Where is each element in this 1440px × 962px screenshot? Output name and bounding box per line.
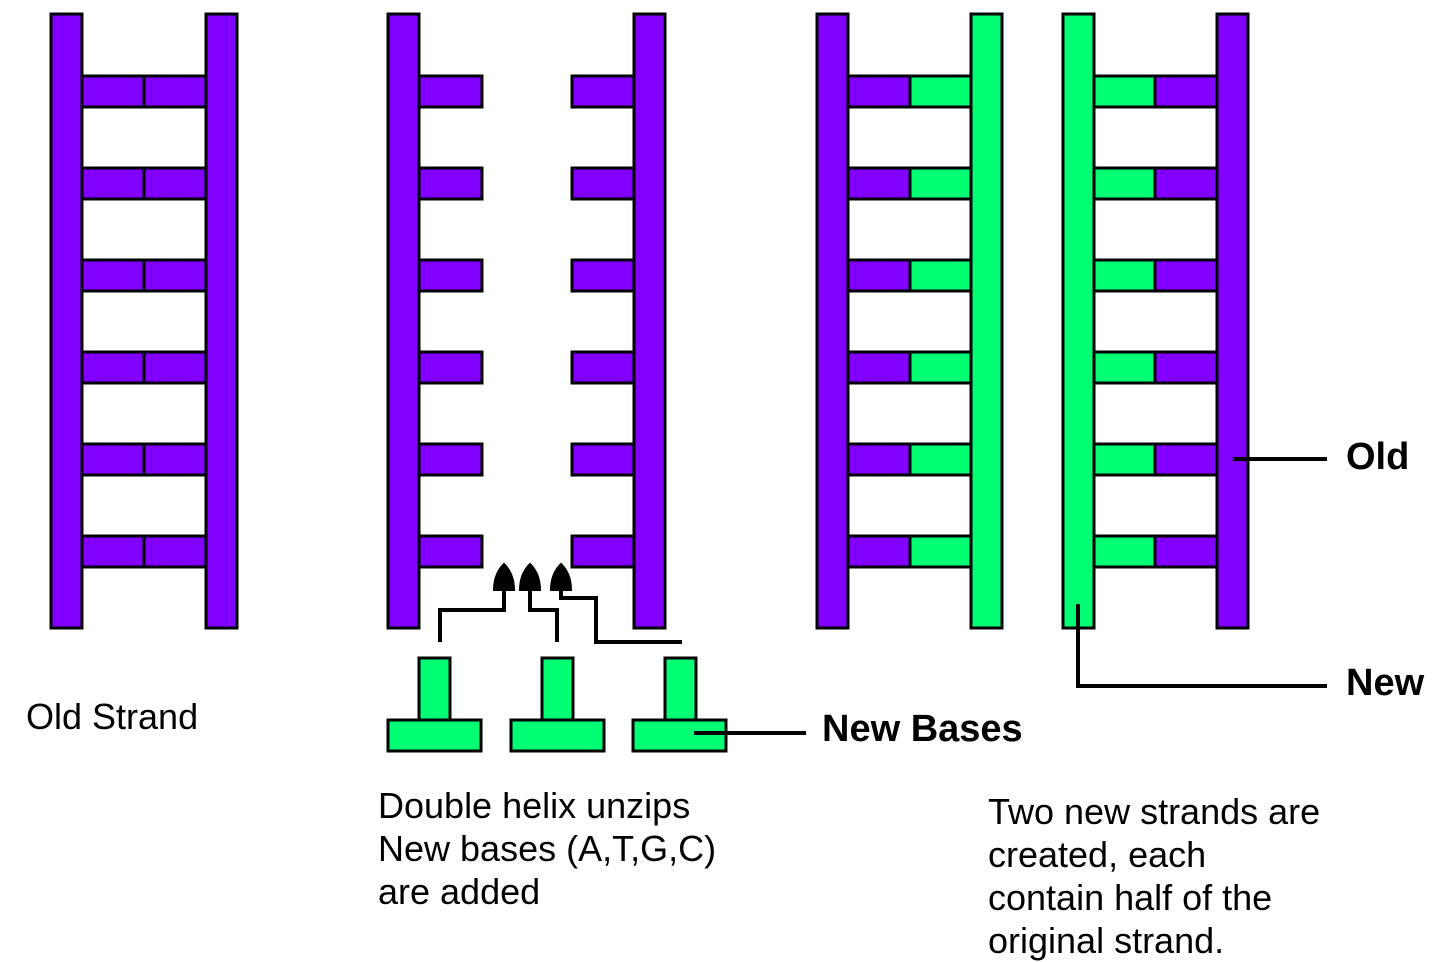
arrow-head bbox=[518, 562, 542, 591]
base-pair-rung bbox=[80, 166, 146, 201]
new-base bbox=[908, 74, 973, 109]
free-base-stem bbox=[540, 656, 575, 722]
unzip-caption-line: are added bbox=[378, 871, 541, 912]
free-base-block bbox=[509, 718, 606, 753]
old-label: Old bbox=[1346, 436, 1410, 478]
old-base bbox=[1153, 74, 1219, 109]
free-base-block bbox=[631, 718, 728, 753]
half-base-rung bbox=[570, 534, 637, 569]
new-base bbox=[908, 166, 973, 201]
result-caption-line: original strand. bbox=[988, 920, 1225, 961]
arrow-line bbox=[559, 586, 682, 644]
backbone-strand bbox=[632, 12, 667, 630]
base-pair-rung bbox=[142, 258, 208, 293]
old-base bbox=[1153, 350, 1219, 385]
base-pair-rung bbox=[80, 350, 146, 385]
insertion-arrows bbox=[438, 562, 682, 644]
new-base bbox=[908, 258, 973, 293]
base-pair-rung bbox=[80, 442, 146, 477]
base-pair-rung bbox=[142, 166, 208, 201]
arrow-head bbox=[492, 562, 516, 591]
half-base-rung bbox=[417, 74, 484, 109]
result-caption: Two new strands are created, each contai… bbox=[988, 790, 1320, 962]
free-base-stem bbox=[663, 656, 698, 722]
old-backbone bbox=[1215, 12, 1250, 630]
old-strand-label: Old Strand bbox=[26, 696, 199, 737]
label-leader-lines bbox=[694, 457, 1327, 735]
result-caption-line: created, each bbox=[988, 834, 1207, 875]
old-base bbox=[1153, 442, 1219, 477]
old-base bbox=[846, 166, 912, 201]
half-base-rung bbox=[417, 166, 484, 201]
old-base bbox=[846, 534, 912, 569]
old-base bbox=[1153, 166, 1219, 201]
new-base bbox=[1092, 534, 1157, 569]
result-caption-line: contain half of the bbox=[988, 877, 1273, 918]
half-base-rung bbox=[570, 350, 637, 385]
base-pair-rung bbox=[142, 74, 208, 109]
result-caption-line: Two new strands are bbox=[988, 791, 1321, 832]
new-base bbox=[908, 350, 973, 385]
half-base-rung bbox=[417, 258, 484, 293]
arrow-line bbox=[438, 586, 506, 642]
new-backbone bbox=[969, 12, 1004, 630]
arrow-line bbox=[528, 586, 559, 642]
new-double-strand-right bbox=[1061, 12, 1250, 630]
half-base-rung bbox=[570, 166, 637, 201]
unzip-caption-line: Double helix unzips bbox=[378, 785, 691, 826]
old-base bbox=[846, 258, 912, 293]
base-pair-rung bbox=[142, 442, 208, 477]
old-base bbox=[1153, 534, 1219, 569]
new-label: New bbox=[1346, 662, 1425, 704]
half-base-rung bbox=[570, 258, 637, 293]
new-base bbox=[1092, 74, 1157, 109]
new-bases-label: New Bases bbox=[822, 708, 1023, 750]
old-backbone bbox=[815, 12, 850, 630]
unzip-caption: Double helix unzips New bases (A,T,G,C) … bbox=[378, 784, 716, 913]
new-base bbox=[1092, 258, 1157, 293]
half-base-rung bbox=[417, 534, 484, 569]
old-base bbox=[1153, 258, 1219, 293]
unzip-caption-line: New bases (A,T,G,C) bbox=[378, 828, 717, 869]
new-base bbox=[1092, 166, 1157, 201]
new-double-strand-left bbox=[815, 12, 1004, 630]
base-pair-rung bbox=[80, 74, 146, 109]
backbone-strand bbox=[386, 12, 421, 630]
base-pair-rung bbox=[80, 534, 146, 569]
half-base-rung bbox=[570, 442, 637, 477]
new-base bbox=[1092, 442, 1157, 477]
unzipping-helix bbox=[386, 12, 667, 630]
backbone-strand bbox=[49, 12, 84, 630]
old-base bbox=[846, 74, 912, 109]
new-leader bbox=[1076, 604, 1327, 688]
free-base-block bbox=[386, 718, 483, 753]
old-base bbox=[846, 350, 912, 385]
half-base-rung bbox=[417, 442, 484, 477]
old-strand-ladder bbox=[49, 12, 239, 630]
old-base bbox=[846, 442, 912, 477]
base-pair-rung bbox=[142, 350, 208, 385]
new-base bbox=[1092, 350, 1157, 385]
new-backbone bbox=[1061, 12, 1096, 630]
half-base-rung bbox=[570, 74, 637, 109]
base-pair-rung bbox=[142, 534, 208, 569]
new-base bbox=[908, 442, 973, 477]
arrow-head bbox=[549, 562, 573, 591]
half-base-rung bbox=[417, 350, 484, 385]
new-base bbox=[908, 534, 973, 569]
backbone-strand bbox=[204, 12, 239, 630]
free-base-stem bbox=[417, 656, 452, 722]
base-pair-rung bbox=[80, 258, 146, 293]
new-bases-group bbox=[386, 656, 728, 753]
